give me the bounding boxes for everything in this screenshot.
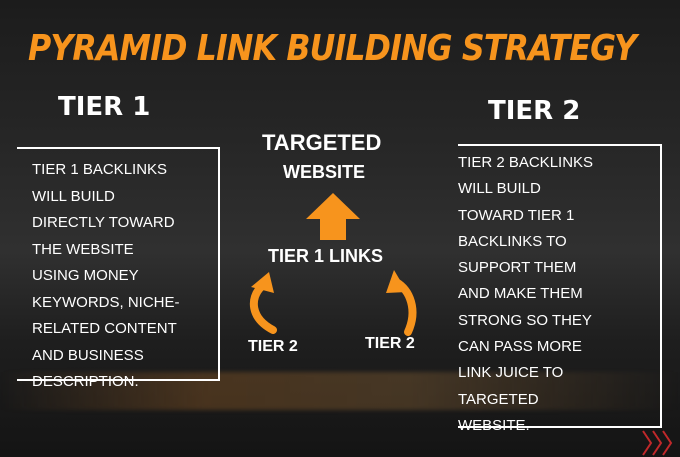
tier2-line: LINK JUICE TO [458,364,564,382]
tier2-line: AND MAKE THEM [458,285,583,303]
tier2-description: TIER 2 BACKLINKS WILL BUILD TOWARD TIER … [458,150,593,439]
tier1-line: TIER 1 BACKLINKS [32,161,168,178]
tier2-line: WILL BUILD [458,180,541,198]
tier1-line: AND BUSINESS [32,346,144,364]
tier1-line: WILL BUILD [32,187,115,205]
targeted-label: TARGETED [262,130,382,155]
background-glow [0,372,680,410]
curved-arrow-icon [249,272,277,334]
tier1-line: DESCRIPTION. [32,373,139,390]
tier1-line: RELATED CONTENT [32,320,177,337]
chevron-right-icon [642,430,673,456]
tier2-line: STRONG SO THEY [458,311,592,329]
tier1-line: THE WEBSITE [32,240,134,258]
tier2-line: WEBSITE. [458,416,530,434]
tier1-description: TIER 1 BACKLINKS WILL BUILD DIRECTLY TOW… [32,157,180,396]
website-label: WEBSITE [283,162,366,182]
tier1-line: DIRECTLY TOWARD [32,214,175,231]
curved-arrow-icon [386,270,417,336]
tier2-right-label: TIER 2 [365,335,415,352]
tier1-line: USING MONEY [32,267,139,284]
tier2-line: CAN PASS MORE [458,338,582,356]
tier2-line: TIER 2 BACKLINKS [458,154,594,171]
tier2-line: TARGETED [458,390,539,408]
tier1-description-box: TIER 1 BACKLINKS WILL BUILD DIRECTLY TOW… [17,147,220,390]
tier1-line: KEYWORDS, NICHE- [32,293,180,311]
tier2-line: BACKLINKS TO [458,232,567,250]
tier2-line: SUPPORT THEM [458,259,577,277]
tier2-left-label: TIER 2 [248,338,298,355]
tier2-description-box: TIER 2 BACKLINKS WILL BUILD TOWARD TIER … [458,144,662,434]
tier1-links-label: TIER 1 LINKS [268,246,384,266]
tier2-heading: TIER 2 [488,96,581,126]
tier1-heading: TIER 1 [58,92,151,122]
up-arrow-icon [306,193,360,240]
tier2-line: TOWARD TIER 1 [458,206,575,224]
